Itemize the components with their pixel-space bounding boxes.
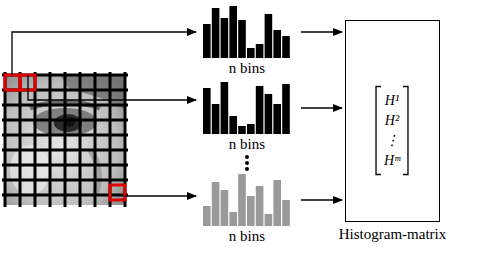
highlight-cells xyxy=(5,75,125,200)
bin-count-label: n bins xyxy=(203,60,291,76)
histogram: n bins xyxy=(203,82,291,154)
matrix-entry: ⋮ xyxy=(385,131,399,151)
cell-arrows xyxy=(12,32,196,196)
matrix-entry: H¹ xyxy=(385,91,399,111)
grid-lines xyxy=(2,72,128,207)
histogram-bars xyxy=(203,174,291,226)
bin-count-label: n bins xyxy=(203,136,291,152)
histogram-bars xyxy=(203,82,291,134)
matrix-entry: Hᵐ xyxy=(384,151,400,171)
box-heading: Histogram-matrix xyxy=(326,226,459,243)
flow-arrow xyxy=(301,107,342,108)
flow-arrow xyxy=(301,31,342,32)
continuation-dots xyxy=(245,155,249,171)
bin-count-label: n bins xyxy=(203,228,291,244)
histogram: n bins xyxy=(203,6,291,78)
matrix-box: Histogram-matrixH¹H²⋮Hᵐ xyxy=(345,20,440,222)
matrix-entry: H² xyxy=(385,111,399,131)
matrix-entries: H¹H²⋮Hᵐ xyxy=(384,91,400,171)
histogram-bars xyxy=(203,6,291,58)
histogram: n bins xyxy=(203,174,291,246)
flow-arrow xyxy=(301,199,342,200)
